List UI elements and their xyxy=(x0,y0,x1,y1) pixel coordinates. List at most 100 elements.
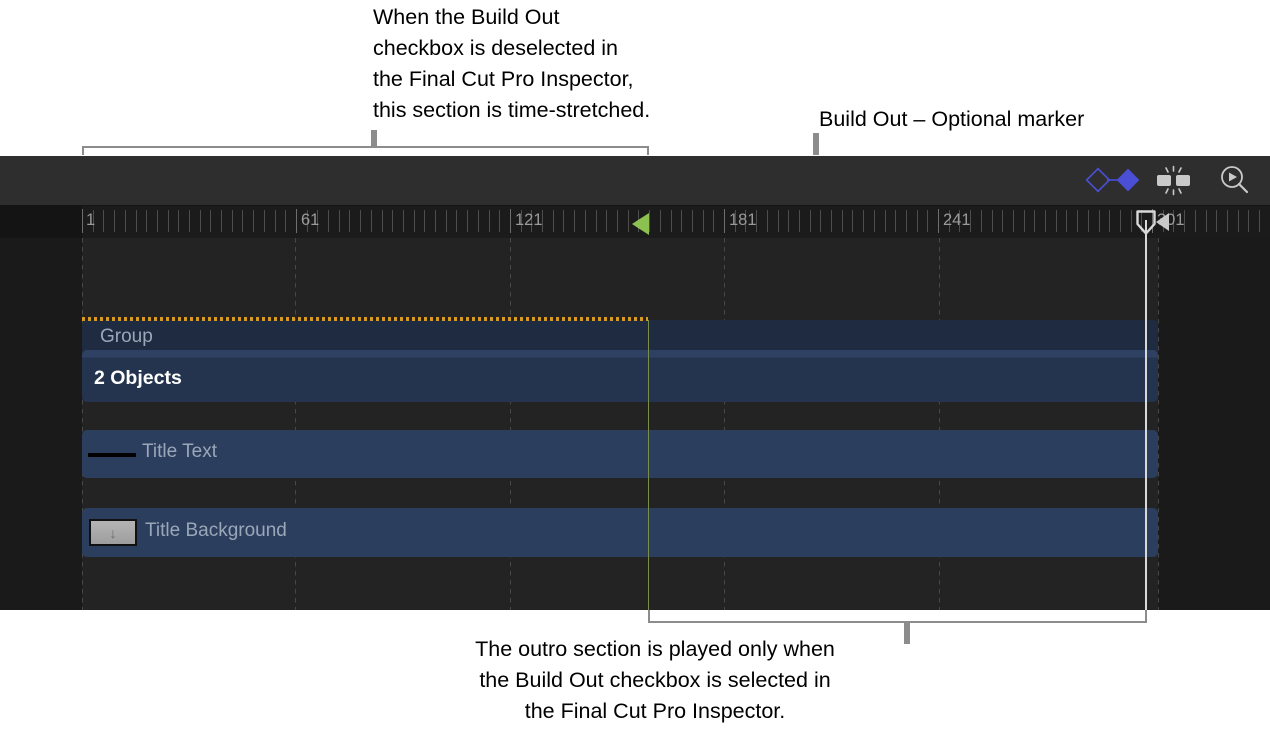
ruler-tick-minor xyxy=(778,210,779,232)
playhead-handle-icon[interactable] xyxy=(1136,210,1156,235)
callout-bracket-intro-section xyxy=(82,146,649,158)
ruler-tick-minor xyxy=(1045,210,1046,232)
ruler-tick-minor xyxy=(799,210,800,232)
out-point-icon[interactable] xyxy=(1156,213,1169,231)
ruler-tick-minor xyxy=(317,210,318,232)
ruler-tick-minor xyxy=(596,210,597,232)
ruler-tick-minor xyxy=(403,210,404,232)
callout-bracket-outro-section xyxy=(648,610,1147,623)
ruler-tick-minor xyxy=(307,210,308,232)
ruler-tick-minor xyxy=(103,210,104,232)
ruler-tick-minor xyxy=(885,210,886,232)
ruler-tick-minor xyxy=(1248,210,1249,232)
ruler-tick-minor xyxy=(981,210,982,232)
ruler-tick-minor xyxy=(542,210,543,232)
timeline-clip-objects[interactable]: 2 Objects xyxy=(82,350,1158,402)
ruler-tick-minor xyxy=(328,210,329,232)
timeline-tracks: Group 2 Objects Title Text ↓ Title Backg… xyxy=(0,238,1270,610)
ruler-tick-minor xyxy=(863,210,864,232)
ruler-tick-minor xyxy=(178,210,179,232)
ruler-tick-minor xyxy=(628,210,629,232)
ruler-tick-label: 181 xyxy=(729,211,757,229)
timeline-gridline xyxy=(1158,238,1159,610)
ruler-tick-minor xyxy=(489,210,490,232)
ruler-tick-label: 121 xyxy=(515,211,543,229)
ruler-tick-minor xyxy=(189,210,190,232)
ruler-tick-minor xyxy=(1109,210,1110,232)
ruler-tick-minor xyxy=(146,210,147,232)
ruler-tick-minor xyxy=(767,210,768,232)
timeline-clip-title-text[interactable]: Title Text xyxy=(82,430,1158,478)
ruler-tick-minor xyxy=(895,210,896,232)
annotation-outro-note: The outro section is played only when th… xyxy=(475,637,835,723)
ruler-tick-minor xyxy=(703,210,704,232)
ruler-tick-minor xyxy=(371,210,372,232)
ruler-tick-major xyxy=(82,209,83,233)
timeline-gridline xyxy=(295,238,296,610)
ruler-tick-minor xyxy=(1056,210,1057,232)
ruler-tick-minor xyxy=(660,210,661,232)
ruler-tick-minor xyxy=(1066,210,1067,232)
ruler-tick-minor xyxy=(852,210,853,232)
text-line-thumbnail-icon xyxy=(88,453,136,457)
ruler-tick-minor xyxy=(1141,210,1142,232)
zoom-play-icon[interactable] xyxy=(1218,164,1252,196)
ruler-tick-minor xyxy=(1099,210,1100,232)
timeline-clip-title-background[interactable]: ↓ Title Background xyxy=(82,508,1158,557)
ruler-tick-minor xyxy=(114,210,115,232)
annotation-time-stretch-note: When the Build Out checkbox is deselecte… xyxy=(373,5,651,122)
ruler-tick-minor xyxy=(339,210,340,232)
ruler-tick-minor xyxy=(788,210,789,232)
ruler-tick-minor xyxy=(456,210,457,232)
ruler-tick-minor xyxy=(1077,210,1078,232)
ruler-tick-minor xyxy=(232,210,233,232)
ruler-tick-major xyxy=(938,209,939,233)
ruler-tick-minor xyxy=(681,210,682,232)
ruler-tick-minor xyxy=(735,210,736,232)
ruler-left-gutter xyxy=(0,206,82,238)
ruler-tick-minor xyxy=(1238,210,1239,232)
ruler-tick-minor xyxy=(713,210,714,232)
ruler-tick-minor xyxy=(970,210,971,232)
clip-label-objects: 2 Objects xyxy=(94,367,182,389)
ruler-tick-minor xyxy=(446,210,447,232)
tracks-left-gutter xyxy=(0,238,82,610)
ruler-tick-minor xyxy=(820,210,821,232)
ruler-tick-minor xyxy=(917,210,918,232)
ruler-tick-minor xyxy=(221,210,222,232)
tracks-right-gutter xyxy=(1158,238,1270,610)
ruler-tick-minor xyxy=(756,210,757,232)
keyframe-icon[interactable] xyxy=(1085,164,1140,196)
clip-label-group: Group xyxy=(100,326,153,347)
ruler-tick-minor xyxy=(275,210,276,232)
ruler-tick-minor xyxy=(136,210,137,232)
ruler-tick-minor xyxy=(531,210,532,232)
ruler-tick-minor xyxy=(692,210,693,232)
ruler-tick-minor xyxy=(617,210,618,232)
ruler-tick-minor xyxy=(157,210,158,232)
build-out-marker-icon[interactable] xyxy=(632,213,649,235)
timeline-toolbar xyxy=(0,156,1270,206)
ruler-tick-major xyxy=(1152,209,1153,233)
annotation-build-out-marker-label: Build Out – Optional marker xyxy=(819,107,1085,131)
playhead-line xyxy=(1145,220,1147,610)
split-clip-icon[interactable] xyxy=(1154,164,1190,196)
ruler-tick-minor xyxy=(435,210,436,232)
ruler-tick-minor xyxy=(285,210,286,232)
timeline-gridline xyxy=(510,238,511,610)
ruler-tick-minor xyxy=(831,210,832,232)
ruler-tick-minor xyxy=(553,210,554,232)
ruler-tick-minor xyxy=(649,210,650,232)
ruler-tick-minor xyxy=(1173,210,1174,232)
ruler-tick-minor xyxy=(906,210,907,232)
ruler-tick-minor xyxy=(1131,210,1132,232)
ruler-tick-minor xyxy=(1088,210,1089,232)
timeline-clip-group[interactable]: Group xyxy=(82,320,1158,355)
ruler-tick-minor xyxy=(168,210,169,232)
ruler-tick-minor xyxy=(478,210,479,232)
clip-label-title-background: Title Background xyxy=(145,520,287,541)
ruler-tick-minor xyxy=(1013,210,1014,232)
ruler-tick-minor xyxy=(93,210,94,232)
ruler-tick-minor xyxy=(414,210,415,232)
